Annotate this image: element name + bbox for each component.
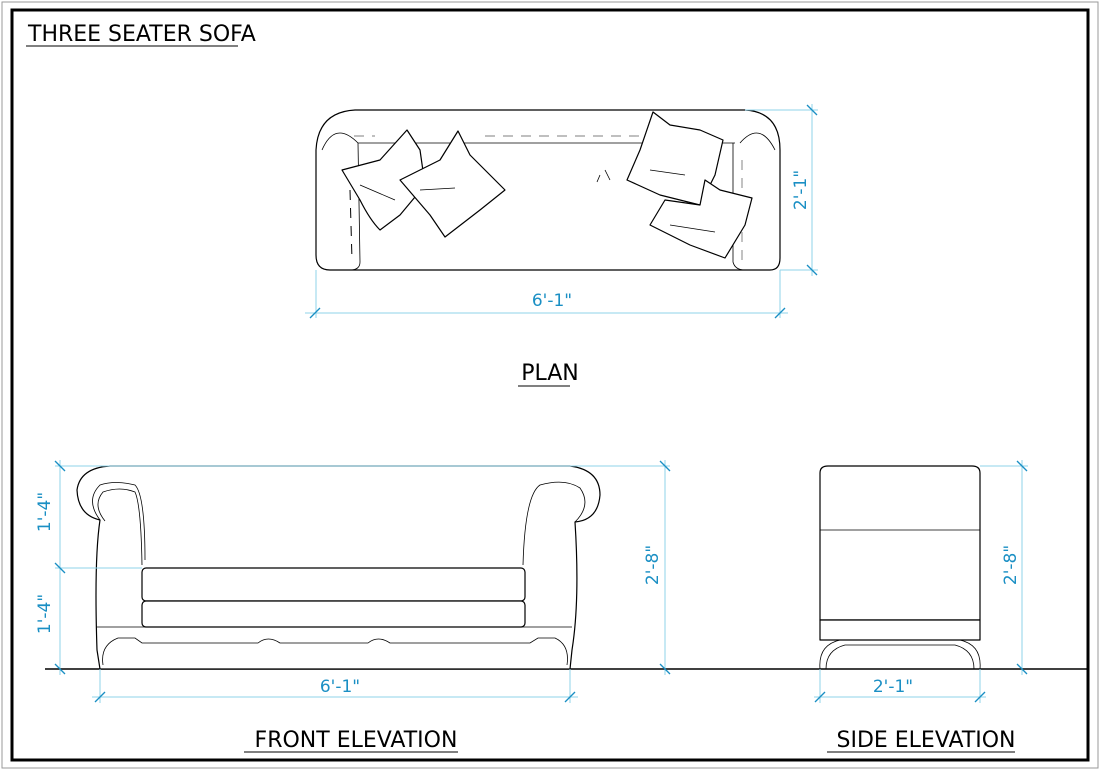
side-height-dim: 2'-8" <box>1001 545 1021 585</box>
plan-width-dim: 6'-1" <box>532 291 572 311</box>
front-width-dim: 6'-1" <box>320 677 360 697</box>
front-total-height-dim: 2'-8" <box>643 545 663 585</box>
pillow <box>649 179 753 259</box>
pillow <box>626 111 724 206</box>
inner-border <box>10 8 1090 762</box>
side-elevation-label: SIDE ELEVATION <box>836 728 1015 753</box>
pillow <box>341 129 426 231</box>
front-upper-height-dim: 1'-4" <box>35 492 55 532</box>
plan-label: PLAN <box>521 361 579 386</box>
side-sofa-outline <box>819 465 981 621</box>
front-lower-height-dim: 1'-4" <box>35 594 55 634</box>
sheet-title: THREE SEATER SOFA <box>27 22 256 47</box>
front-elevation-view: 1'-4" 1'-4" 2'-8" 6'-1" FRONT ELEVATION <box>35 460 1088 753</box>
seat-cushion <box>141 567 526 602</box>
plan-view: 6'-1" 2'-1" PLAN <box>305 104 818 387</box>
plan-depth-dim: 2'-1" <box>791 170 811 210</box>
pillow <box>399 130 506 238</box>
side-elevation-view: 2'-8" 2'-1" SIDE ELEVATION <box>814 460 1028 753</box>
front-elevation-label: FRONT ELEVATION <box>255 728 458 753</box>
seat-base <box>141 600 526 628</box>
side-depth-dim: 2'-1" <box>873 677 913 697</box>
